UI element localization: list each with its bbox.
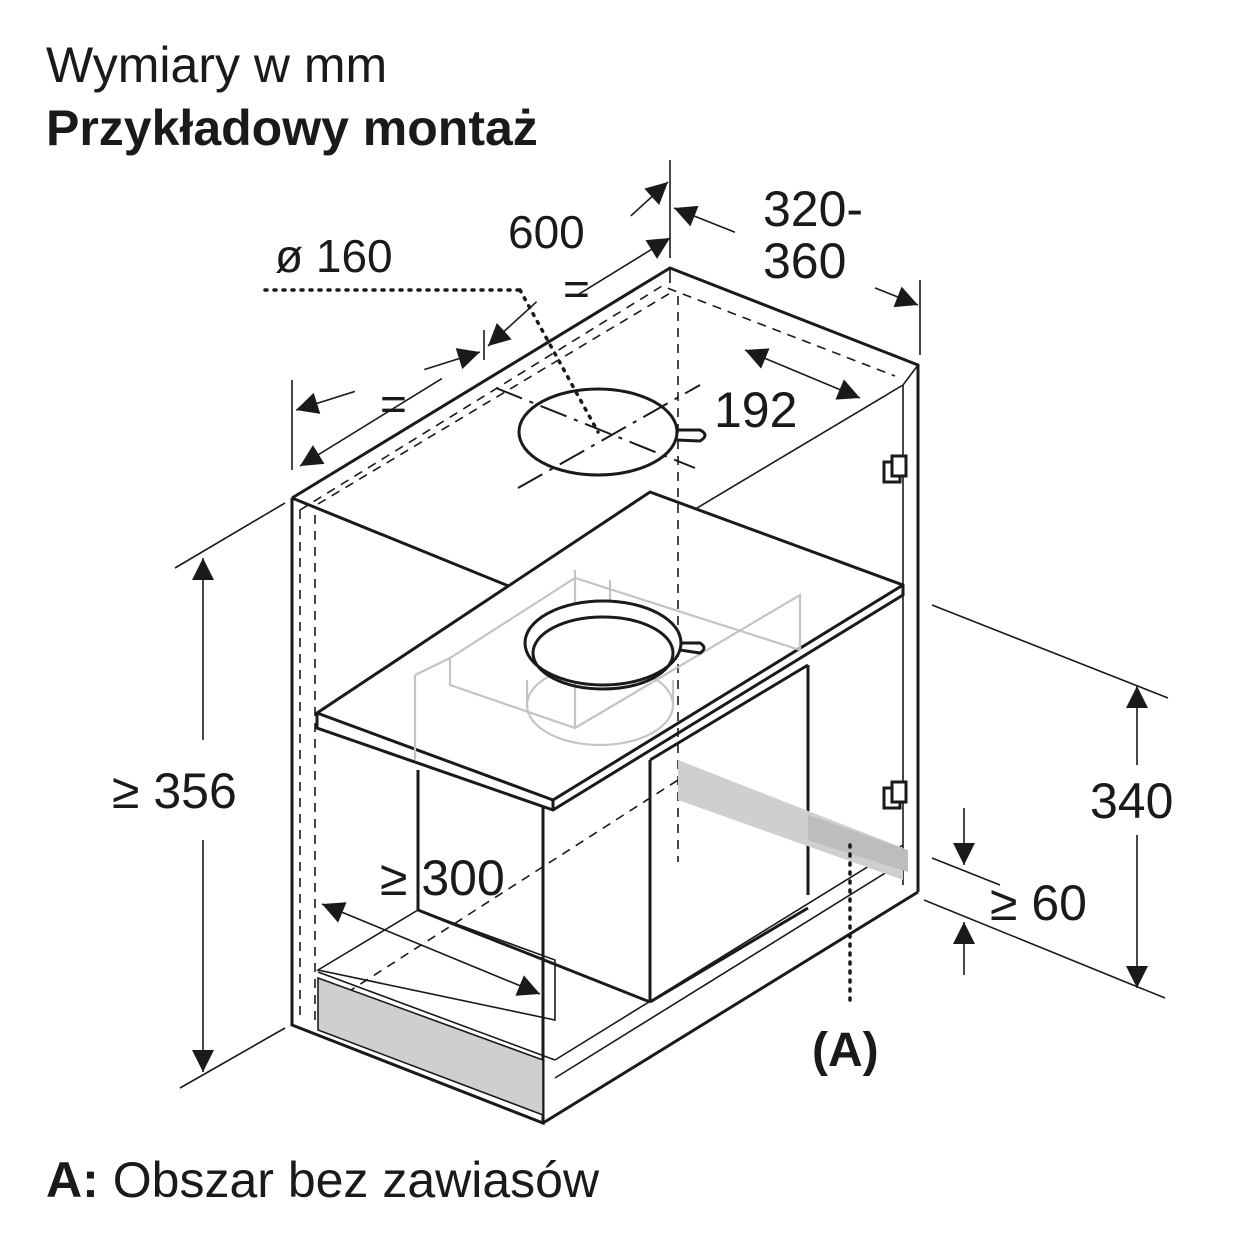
- label-min-width-300: ≥ 300: [380, 850, 505, 906]
- hood-unit-outline: [413, 570, 802, 760]
- label-min-gap-60: ≥ 60: [990, 875, 1087, 931]
- label-equal-left: =: [380, 378, 407, 430]
- dimension-inner-width-300: [321, 902, 541, 996]
- label-duct-offset-192: 192: [714, 382, 797, 438]
- label-height-340: 340: [1090, 773, 1173, 829]
- hinge-plate-upper: [882, 454, 908, 484]
- dimension-height-340: [923, 604, 1169, 999]
- dimension-depth: [673, 205, 921, 355]
- example-installation-title: Przykładowy montaż: [46, 100, 538, 156]
- hinge-free-area-bottom: [317, 976, 544, 1117]
- label-depth-line1: 320-: [763, 181, 863, 237]
- top-duct-opening: [495, 384, 707, 489]
- dimension-height-356: [174, 502, 286, 1089]
- label-callout-a: (A): [812, 1024, 879, 1077]
- dimension-equal-halves: [295, 181, 669, 414]
- shelf-right-edge: [552, 583, 904, 802]
- label-depth-line2: 360: [763, 233, 846, 289]
- label-min-height-356: ≥ 356: [112, 763, 237, 819]
- legend: A:Obszar bez zawiasów: [46, 1155, 599, 1205]
- label-duct-diameter: ø 160: [275, 230, 393, 282]
- hinge-plate-lower: [882, 780, 908, 810]
- hinge-free-area-back: [678, 760, 903, 880]
- shelf-front-edge: [316, 711, 554, 802]
- side-corner: [902, 364, 919, 386]
- legend-key: A:: [46, 1152, 99, 1208]
- label-equal-top: =: [563, 263, 590, 315]
- dimension-duct-offset-192: [744, 348, 861, 400]
- dimension-gap-60: [931, 808, 1001, 975]
- cabinet-bottom-back-edge: [542, 890, 919, 1125]
- legend-text: Obszar bez zawiasów: [112, 1152, 600, 1208]
- shelf-duct-opening: [523, 599, 706, 691]
- top-front-edge: [291, 496, 544, 602]
- label-width-600: 600: [508, 206, 585, 258]
- dimensions-unit-title: Wymiary w mm: [46, 37, 388, 93]
